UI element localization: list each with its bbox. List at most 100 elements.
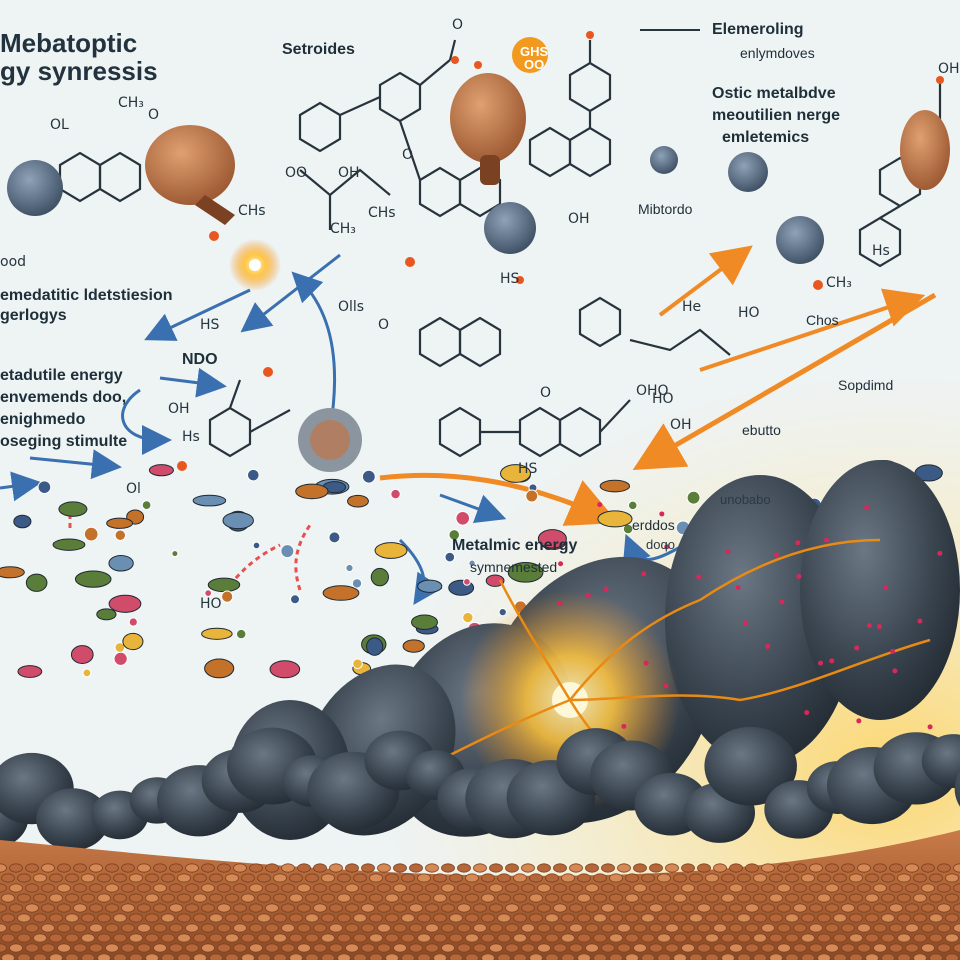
tissue-cell bbox=[305, 933, 319, 943]
tissue-cell bbox=[745, 943, 759, 953]
tissue-cell bbox=[145, 873, 159, 883]
cell-spot bbox=[585, 592, 591, 598]
label-ghs: GHS bbox=[520, 44, 549, 59]
floating-molecule bbox=[352, 658, 363, 670]
tissue-cell bbox=[177, 933, 191, 943]
tissue-cell bbox=[593, 873, 607, 883]
tissue-cell bbox=[233, 923, 247, 933]
tissue-cell bbox=[633, 863, 647, 873]
tissue-cell bbox=[249, 903, 263, 913]
tissue-cell bbox=[233, 943, 247, 953]
chem-label: Ol bbox=[126, 481, 141, 497]
tissue-cell bbox=[529, 953, 543, 960]
tissue-cell bbox=[297, 943, 311, 953]
tissue-cell bbox=[41, 863, 55, 873]
tissue-cell bbox=[97, 933, 111, 943]
tissue-cell bbox=[633, 943, 647, 953]
tissue-cell bbox=[473, 923, 487, 933]
tissue-cell bbox=[825, 923, 839, 933]
tissue-cell bbox=[457, 863, 471, 873]
floating-molecule bbox=[247, 468, 260, 482]
tissue-cell bbox=[657, 913, 671, 923]
cell-spot bbox=[597, 502, 603, 508]
tissue-cell bbox=[945, 933, 959, 943]
tissue-cell bbox=[761, 923, 775, 933]
cell-spot bbox=[876, 624, 882, 630]
tissue-cell bbox=[745, 903, 759, 913]
tissue-cell bbox=[1, 953, 15, 960]
tissue-cell bbox=[785, 953, 799, 960]
tissue-cell bbox=[425, 923, 439, 933]
tissue-cell bbox=[337, 933, 351, 943]
tissue-cell bbox=[337, 913, 351, 923]
tissue-cell bbox=[393, 943, 407, 953]
tissue-cell bbox=[449, 873, 463, 883]
tissue-cell bbox=[769, 893, 783, 903]
tissue-cell bbox=[945, 913, 959, 923]
tissue-cell bbox=[481, 873, 495, 883]
tissue-cell bbox=[569, 883, 583, 893]
tissue-cell bbox=[249, 863, 263, 873]
tissue-cell bbox=[161, 893, 175, 903]
tissue-cell bbox=[209, 933, 223, 943]
label-elemeroling: Elemeroling bbox=[712, 21, 804, 38]
tissue-cell bbox=[937, 923, 951, 933]
floating-molecule bbox=[221, 590, 234, 603]
tissue-cell bbox=[337, 873, 351, 883]
label-steroids: Setroides bbox=[282, 41, 355, 58]
tissue-cell bbox=[241, 933, 255, 943]
floating-molecule bbox=[108, 594, 142, 613]
tissue-cell bbox=[609, 953, 623, 960]
floating-molecule bbox=[462, 611, 474, 624]
tissue-cell bbox=[409, 943, 423, 953]
tissue-cell bbox=[257, 893, 271, 903]
tissue-cell bbox=[649, 863, 663, 873]
tissue-cell bbox=[201, 863, 215, 873]
tissue-cell bbox=[633, 923, 647, 933]
tissue-cell bbox=[337, 893, 351, 903]
tissue-cell bbox=[233, 883, 247, 893]
tissue-cell bbox=[841, 903, 855, 913]
tissue-cell bbox=[625, 933, 639, 943]
tissue-cell bbox=[953, 903, 960, 913]
tissue-cell bbox=[697, 923, 711, 933]
cell-spot bbox=[883, 585, 889, 591]
tissue-cell bbox=[473, 863, 487, 873]
tissue-cell bbox=[89, 903, 103, 913]
tissue-cell bbox=[553, 883, 567, 893]
tissue-cell bbox=[649, 943, 663, 953]
tissue-cell bbox=[681, 863, 695, 873]
chem-label: HS bbox=[200, 317, 220, 333]
tissue-cell bbox=[953, 923, 960, 933]
floating-molecule bbox=[128, 617, 138, 627]
chem-label: HS bbox=[518, 461, 538, 477]
tissue-cell bbox=[353, 873, 367, 883]
tissue-cell bbox=[665, 883, 679, 893]
tissue-cell bbox=[129, 933, 143, 943]
tissue-cell bbox=[241, 893, 255, 903]
tissue-cell bbox=[241, 953, 255, 960]
label-uniobabo: unobabo bbox=[720, 492, 771, 507]
tissue-cell bbox=[921, 883, 935, 893]
tissue-cell bbox=[417, 893, 431, 903]
tissue-cell bbox=[793, 923, 807, 933]
label-sopdmd: Sopdimd bbox=[838, 377, 894, 393]
tissue-cell bbox=[465, 893, 479, 903]
tissue-cell bbox=[57, 883, 71, 893]
floating-molecule bbox=[58, 501, 88, 517]
tissue-cell bbox=[921, 863, 935, 873]
floating-molecule bbox=[82, 668, 92, 678]
tissue-cell bbox=[561, 893, 575, 903]
tissue-cell bbox=[449, 953, 463, 960]
tissue-cell bbox=[857, 883, 871, 893]
tissue-cell bbox=[417, 873, 431, 883]
tissue-cell bbox=[577, 933, 591, 943]
tissue-cell bbox=[665, 923, 679, 933]
chem-label: O bbox=[378, 317, 390, 333]
tissue-cell bbox=[641, 893, 655, 903]
tissue-cell bbox=[553, 923, 567, 933]
tissue-cell bbox=[433, 913, 447, 923]
tissue-cell bbox=[57, 863, 71, 873]
tissue-cell bbox=[585, 943, 599, 953]
tissue-cell bbox=[241, 873, 255, 883]
